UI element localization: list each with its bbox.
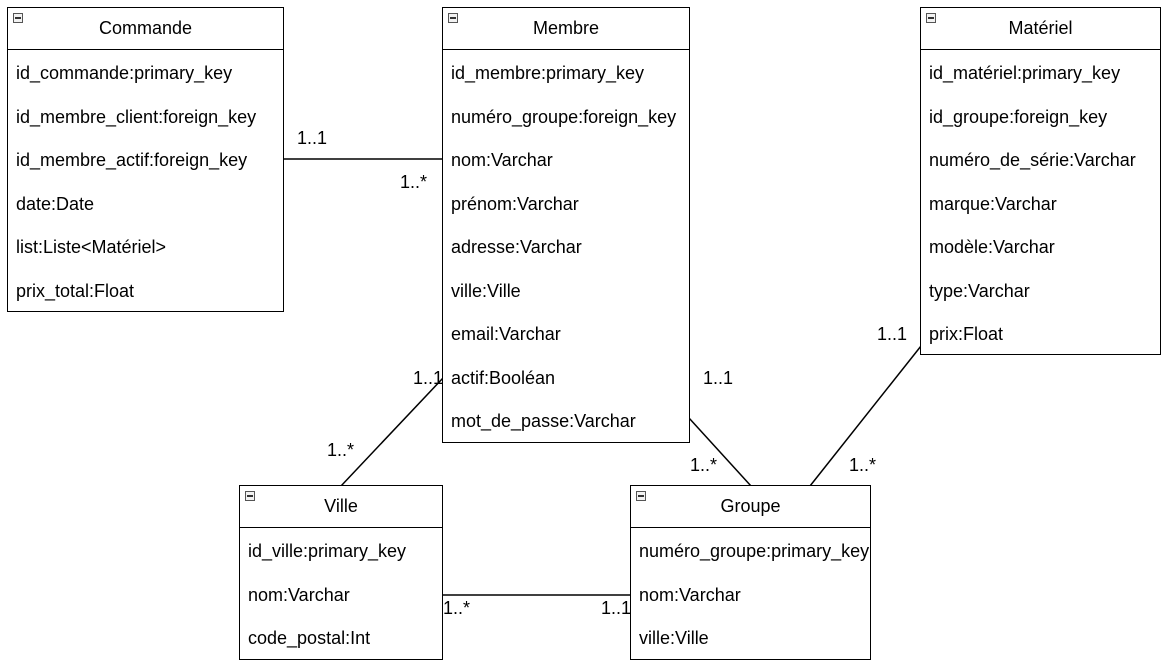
attribute: id_commande:primary_key: [16, 63, 233, 83]
association-membre-groupe: [688, 417, 752, 487]
class-name: Groupe: [720, 496, 781, 516]
class-header: Ville: [240, 486, 442, 528]
collapse-icon[interactable]: [926, 13, 936, 23]
class-groupe[interactable]: Groupe numéro_groupe:primary_key nom:Var…: [630, 485, 871, 660]
attribute: code_postal:Int: [248, 628, 371, 648]
class-ville[interactable]: Ville id_ville:primary_key nom:Varchar c…: [239, 485, 443, 660]
collapse-icon[interactable]: [448, 13, 458, 23]
attribute: id_groupe:foreign_key: [929, 106, 1108, 127]
attribute: numéro_de_série:Varchar: [929, 150, 1136, 170]
multiplicity-groupe-side: 1..1: [601, 598, 632, 618]
attribute: id_membre_actif:foreign_key: [16, 150, 248, 170]
multiplicity-groupe-side: 1..*: [690, 455, 718, 475]
attribute: marque:Varchar: [929, 193, 1057, 214]
attribute: nom:Varchar: [248, 584, 350, 605]
attribute: ville:Ville: [451, 280, 521, 301]
class-header: Groupe: [631, 486, 870, 528]
multiplicity-groupe-side: 1..*: [849, 455, 877, 475]
attribute: nom:Varchar: [451, 150, 553, 170]
attribute: type:Varchar: [929, 280, 1030, 301]
class-membre[interactable]: Membre id_membre:primary_key numéro_grou…: [442, 7, 690, 443]
multiplicity-commande-side: 1..1: [297, 128, 328, 148]
attribute: prix:Float: [929, 324, 1004, 344]
attribute-list: id_commande:primary_key id_membre_client…: [8, 50, 283, 311]
class-header: Matériel: [921, 8, 1160, 50]
attribute: id_membre:primary_key: [451, 63, 645, 83]
attribute-list: id_membre:primary_key numéro_groupe:fore…: [443, 50, 689, 442]
collapse-icon[interactable]: [636, 491, 646, 501]
class-name: Commande: [98, 18, 193, 38]
attribute: numéro_groupe:primary_key: [639, 541, 870, 561]
attribute: email:Varchar: [451, 324, 561, 344]
attribute: adresse:Varchar: [451, 237, 582, 257]
class-name: Matériel: [1008, 18, 1073, 38]
multiplicity-materiel-side: 1..1: [877, 324, 908, 344]
attribute: nom:Varchar: [639, 584, 741, 605]
attribute: prénom:Varchar: [451, 193, 579, 214]
class-commande[interactable]: Commande id_commande:primary_key id_memb…: [7, 7, 284, 312]
association-membre-ville: [340, 377, 444, 487]
class-header: Commande: [8, 8, 283, 50]
attribute: mot_de_passe:Varchar: [451, 411, 636, 431]
attribute-list: id_matériel:primary_key id_groupe:foreig…: [921, 50, 1160, 354]
attribute-list: numéro_groupe:primary_key nom:Varchar vi…: [631, 528, 870, 659]
class-header: Membre: [443, 8, 689, 50]
attribute-list: id_ville:primary_key nom:Varchar code_po…: [240, 528, 442, 659]
association-materiel-groupe: [809, 345, 922, 487]
collapse-icon[interactable]: [245, 491, 255, 501]
attribute: prix_total:Float: [16, 280, 135, 301]
collapse-icon[interactable]: [13, 13, 23, 23]
attribute: modèle:Varchar: [929, 237, 1055, 257]
multiplicity-membre-side: 1..1: [703, 368, 734, 388]
multiplicity-membre-side: 1..*: [400, 172, 428, 192]
attribute: id_membre_client:foreign_key: [16, 106, 257, 127]
class-name: Membre: [532, 18, 599, 38]
attribute: list:Liste<Matériel>: [16, 237, 167, 257]
multiplicity-ville-side: 1..*: [327, 440, 355, 460]
attribute: ville:Ville: [639, 628, 709, 648]
multiplicity-ville-side: 1..*: [443, 598, 471, 618]
attribute: date:Date: [16, 193, 95, 214]
attribute: numéro_groupe:foreign_key: [451, 106, 677, 127]
attribute: id_ville:primary_key: [248, 541, 407, 561]
multiplicity-membre-side: 1..1: [413, 368, 444, 388]
attribute: id_matériel:primary_key: [929, 63, 1121, 83]
class-name: Ville: [324, 496, 358, 516]
attribute: actif:Booléan: [451, 367, 556, 388]
class-materiel[interactable]: Matériel id_matériel:primary_key id_grou…: [920, 7, 1161, 355]
